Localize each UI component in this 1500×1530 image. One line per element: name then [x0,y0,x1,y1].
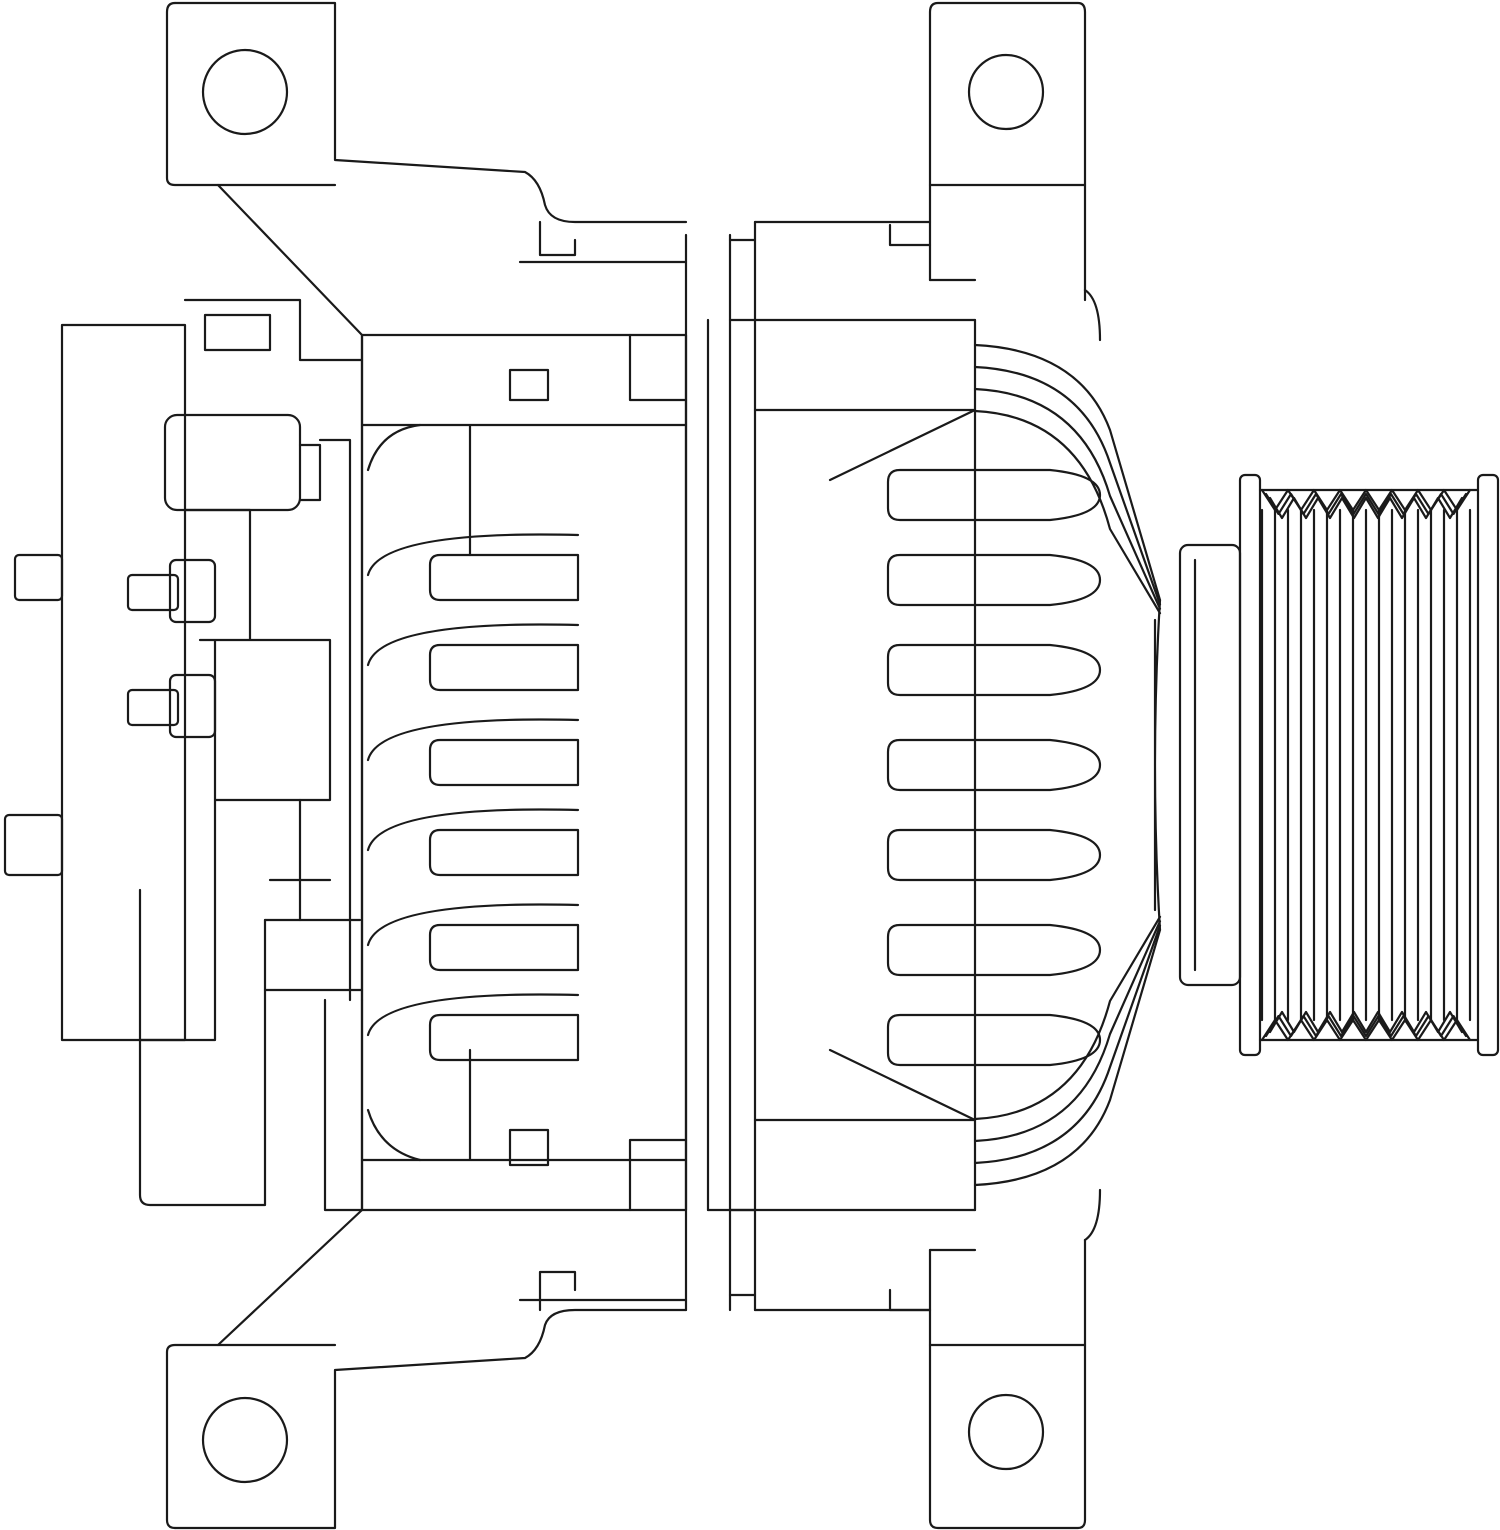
dome-arc-top [973,409,1162,615]
dome-arc-top [973,365,1162,606]
pulley [1238,473,1500,1057]
rear-cooling-slot [886,923,1102,977]
rear-housing [706,220,977,1312]
bolt-hole [201,1396,289,1484]
cooling-slots [366,468,1102,1067]
front-cooling-slot [428,1013,580,1062]
terminal-stud [13,553,64,602]
terminal-stud [3,813,64,877]
dome-arc-bottom [973,928,1162,1187]
rear-cooling-slot [886,553,1102,607]
front-cooling-slot [428,738,580,787]
front-cooling-slot [428,828,580,877]
regulator-housing [60,298,364,1212]
front-cooling-slot [428,643,580,692]
rear-cooling-slot [886,828,1102,882]
bolt-hole [201,48,289,136]
bolt-hole [967,1393,1045,1471]
dome-arc-bottom [973,915,1162,1121]
front-fin-arc [366,718,580,762]
terminal-stud [126,573,180,612]
bolt-hole [967,53,1045,131]
dome-arc-bottom [973,924,1162,1165]
terminal-stud [126,688,180,727]
dome-edge [1083,288,1102,1242]
pulley-hub [1153,543,1242,987]
rear-cooling-slot [886,1013,1102,1067]
dome-arc-bottom [973,920,1162,1143]
front-fin-arc [366,533,580,577]
terminal-nut [168,673,217,739]
terminal-studs [3,553,217,877]
front-fin-arc [366,993,580,1037]
rear-cooling-slot [886,738,1102,792]
mounting-ear-bottom-left [165,998,688,1530]
front-cooling-slot [428,553,580,602]
front-housing [360,333,688,1212]
mounting-ear-bottom-right [888,1238,1087,1530]
front-cooling-slot [428,923,580,972]
rear-cooling-slot [886,643,1102,697]
dome-arc-top [973,387,1162,610]
dome-arc-top [973,343,1162,602]
front-fin-arc [366,903,580,947]
mounting-ear-top-left [165,1,688,1002]
rear-cooling-slot [886,468,1102,522]
mounting-ear-top-right [888,1,1087,302]
terminal-nut [168,558,217,624]
rear-dome-arcs [973,288,1162,1242]
center-gap [684,220,757,1312]
front-fin-arc [366,808,580,852]
front-fin-arc [366,623,580,667]
